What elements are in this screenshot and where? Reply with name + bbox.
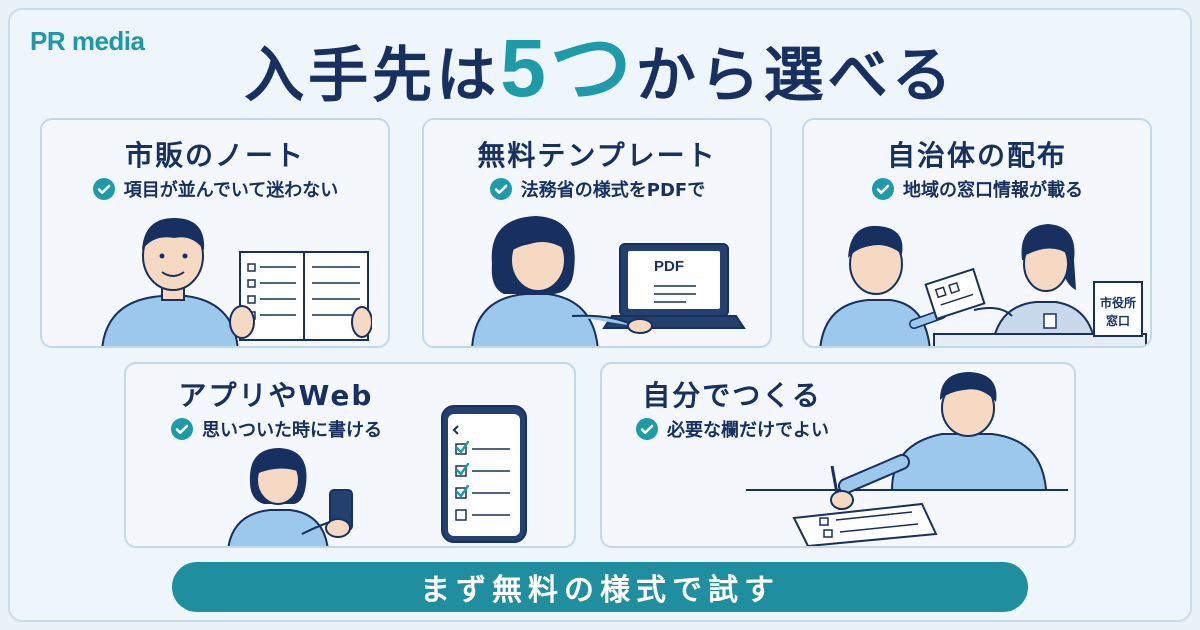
pdf-label: PDF <box>654 258 684 275</box>
card-title: 自治体の配布 <box>886 139 1067 172</box>
card-free-template[interactable]: 無料テンプレート 法務省の様式をPDFで PDF <box>422 118 772 348</box>
woman-with-laptop-illustration: PDF <box>464 204 754 346</box>
card-point: 地域の窓口情報が載る <box>804 176 1150 202</box>
card-point: 項目が並んでいて迷わない <box>42 176 388 202</box>
card-title: 無料テンプレート <box>477 139 717 172</box>
card-title: アプリやWeb <box>178 379 374 412</box>
woman-laptop-drawing <box>471 216 746 346</box>
woman-with-phone-illustration <box>227 448 353 546</box>
city-counter-illustration: 市役所 窓口 <box>814 204 1150 346</box>
card-point: 必要な欄だけでよい <box>602 416 862 442</box>
card-point-text: 項目が並んでいて迷わない <box>123 180 339 201</box>
headline-text-before: 入手先は <box>244 41 501 111</box>
man-holding-notebook-illustration <box>101 218 372 346</box>
card-make-yourself[interactable]: 自分でつくる 必要な欄だけでよい <box>600 362 1076 548</box>
check-circle-icon <box>489 178 512 200</box>
card-app-web[interactable]: アプリやWeb 思いついた時に書ける <box>124 362 576 548</box>
desk-sign: 市役所 窓口 <box>1094 294 1142 330</box>
headline-accent: 5つ <box>500 23 636 114</box>
card-municipality[interactable]: 自治体の配布 地域の窓口情報が載る 市役所 窓口 <box>802 118 1152 348</box>
page-headline: 入手先は5つから選べる <box>0 28 1200 113</box>
desk-sign-line-2: 窓口 <box>1105 314 1130 328</box>
card-point-text: 地域の窓口情報が載る <box>903 180 1083 201</box>
card-store-notebook[interactable]: 市販のノート 項目が並んでいて迷わない <box>40 118 390 348</box>
check-circle-icon <box>872 178 894 200</box>
check-circle-icon <box>171 418 193 440</box>
man-writing-illustration <box>746 372 1068 546</box>
card-title: 市販のノート <box>124 139 305 172</box>
check-circle-icon <box>636 418 658 440</box>
headline-text-after: から選べる <box>635 41 956 111</box>
card-point: 思いついた時に書ける <box>126 416 426 442</box>
check-circle-icon <box>92 178 115 200</box>
phone-checklist-icon <box>441 405 527 543</box>
brand-logo[interactable]: PR media <box>30 26 145 56</box>
card-point-text: 法務省の様式をPDFで <box>520 180 706 201</box>
card-point-text: 必要な欄だけでよい <box>667 420 829 441</box>
card-title: 自分でつくる <box>642 379 822 412</box>
card-point: 法務省の様式をPDFで <box>424 176 770 202</box>
city-counter-drawing <box>819 224 1147 346</box>
desk-sign-line-1: 市役所 <box>1099 296 1136 310</box>
card-point-text: 思いついた時に書ける <box>202 420 382 441</box>
try-free-form-button[interactable]: まず無料の様式で試す <box>172 562 1028 612</box>
